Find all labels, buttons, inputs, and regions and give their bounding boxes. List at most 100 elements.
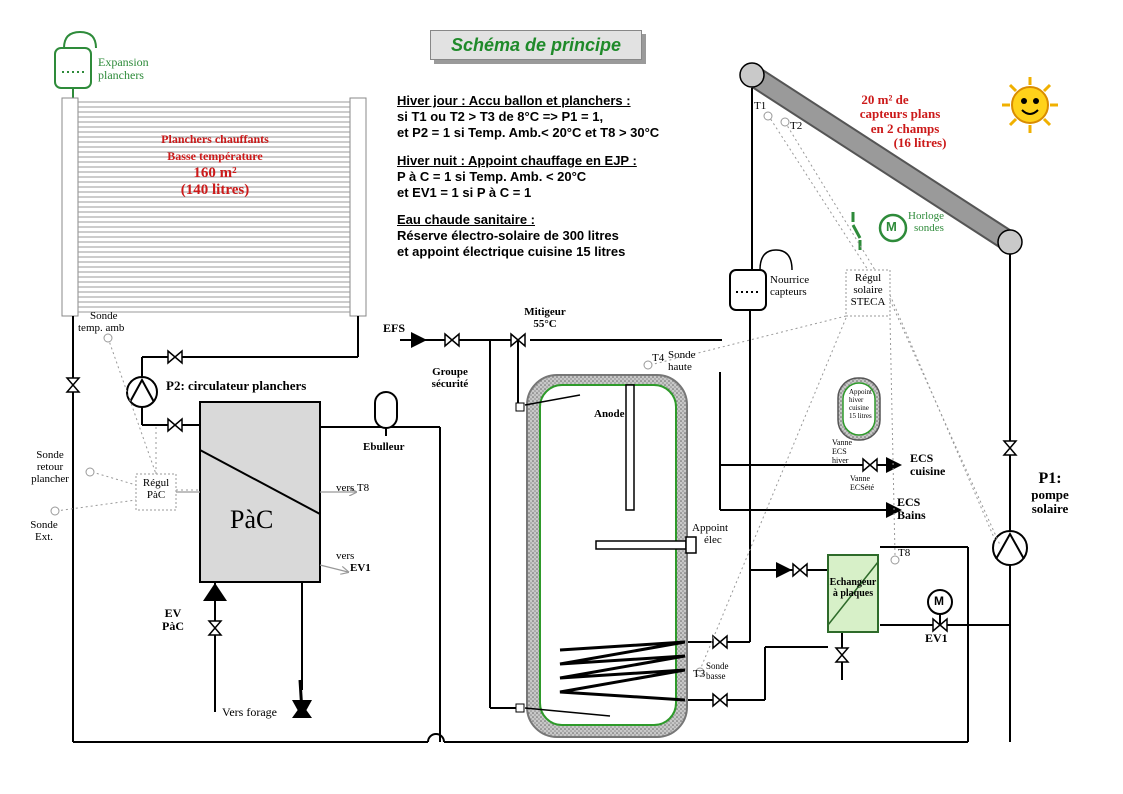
- heat-pump-box: [199, 401, 321, 583]
- ecs-line1: Réserve électro-solaire de 300 litres: [397, 228, 619, 243]
- sensor-wires: [55, 114, 1001, 671]
- sensor-arrows: [176, 492, 860, 572]
- sonde-retour-line1: Sonde: [36, 449, 64, 461]
- sonde-basse-line2: basse: [706, 670, 726, 681]
- ecs-line2: et appoint électrique cuisine 15 litres: [397, 244, 626, 259]
- capteurs-line1: 20 m² de: [861, 92, 909, 107]
- anode-label: Anode: [594, 408, 625, 420]
- hiver-nuit-line1: P à C = 1 si Temp. Amb. < 20°C: [397, 169, 587, 184]
- planchers-line1: Planchers chauffants: [161, 132, 269, 146]
- vanne-ete-line1: Vanne: [850, 474, 870, 483]
- horloge-line2: sondes: [914, 222, 944, 235]
- ebulleur-vessel: [374, 391, 398, 436]
- regul-pac-line1: Régul: [142, 477, 170, 489]
- collector-label: 20 m² de capteurs plans en 2 champs (16 …: [830, 92, 970, 150]
- expansion-label-2: planchers: [98, 68, 144, 83]
- vanne-ecs-hiver-label: Vanne ECS hiver: [832, 438, 852, 465]
- groupe-securite-label: Groupe sécurité: [425, 366, 475, 390]
- sonde-basse-line1: Sonde: [706, 661, 729, 671]
- hiver-jour-line2: et P2 = 1 si Temp. Amb.< 20°C et T8 > 30…: [397, 125, 660, 140]
- p2-label: P2: circulateur planchers: [166, 378, 307, 393]
- info-hiver-nuit: Hiver nuit : Appoint chauffage en EJP : …: [397, 153, 637, 201]
- ecs-bains-line2: Bains: [897, 508, 926, 523]
- p1-line1: P1:: [1038, 470, 1062, 487]
- vanne-hiver-line3: hiver: [832, 456, 849, 465]
- horloge-line1: Horloge: [908, 210, 945, 222]
- echangeur-line2: à plaques: [832, 588, 874, 599]
- p1-label: P1: pompe solaire: [1020, 470, 1080, 516]
- appoint-hiver-line4: 15 litres: [849, 412, 872, 420]
- sensor-t4-label: T4: [652, 352, 665, 364]
- vers-t8-label: vers T8: [336, 482, 370, 494]
- sonde-ext-label: Sonde Ext.: [22, 519, 66, 543]
- planchers-line2: Basse température: [167, 149, 263, 164]
- heat-pump-label: PàC: [230, 505, 274, 534]
- plate-exchanger: [827, 554, 879, 633]
- vers-ev1-line2: EV1: [350, 562, 371, 575]
- mitigeur-label: Mitigeur 55°C: [520, 306, 570, 330]
- sonde-haute-line2: haute: [668, 361, 692, 374]
- p1-line3: solaire: [1031, 500, 1069, 516]
- echangeur-line1: Echangeur: [829, 577, 877, 588]
- solar-collector: [739, 62, 1023, 255]
- capteurs-line4: (16 litres): [893, 134, 947, 150]
- regul-pac-label: Régul PàC: [136, 477, 176, 501]
- appoint-hiver-line2: hiver: [849, 396, 864, 404]
- planchers-line4: (140 litres): [180, 181, 250, 198]
- appoint-hiver-line3: cuisine: [849, 404, 869, 412]
- mitigeur-line2: 55°C: [533, 318, 557, 331]
- ecs-cuisine-label: ECS cuisine: [910, 451, 946, 479]
- regul-solaire-line2: solaire: [853, 284, 883, 297]
- controller-boxes: [135, 269, 891, 511]
- mitigeur-line1: Mitigeur: [524, 306, 566, 318]
- appoint-hiver-line1: Appoint: [849, 388, 872, 396]
- nourrice-line1: Nourrice: [770, 274, 810, 286]
- vers-ev1-label: vers EV1: [336, 550, 371, 574]
- sonde-retour-label: Sonde retour plancher: [20, 449, 80, 485]
- sun-icon: [1002, 77, 1058, 133]
- appoint-elec-line2: élec: [704, 534, 722, 547]
- expansion-label-1: Expansion: [98, 55, 149, 69]
- expansion-label: Expansion planchers: [98, 55, 149, 83]
- vers-forage-label: Vers forage: [222, 705, 277, 719]
- info-ecs: Eau chaude sanitaire : Réserve électro-s…: [397, 212, 625, 260]
- efs-label: EFS: [383, 321, 406, 335]
- regul-solaire-line3: STECA: [850, 296, 886, 309]
- groupe-line1: Groupe: [432, 366, 468, 378]
- sensor-t2-label: T2: [790, 120, 803, 132]
- sonde-retour-line2: retour: [36, 461, 64, 474]
- floor-heating-label: Planchers chauffants Basse température 1…: [140, 132, 290, 198]
- vanne-hiver-line2: ECS: [832, 447, 847, 456]
- groupe-line2: sécurité: [431, 378, 469, 391]
- sonde-haute-label: Sonde haute: [668, 349, 696, 373]
- ebulleur-label: Ebulleur: [363, 441, 405, 453]
- clock-switch: [851, 212, 862, 250]
- sonde-basse-label: Sonde basse: [706, 661, 729, 682]
- motor-icon: [878, 213, 953, 625]
- vanne-ete-line2: ECSété: [850, 483, 874, 492]
- ecs-bains-label: ECS Bains: [897, 495, 926, 523]
- regul-solaire-label: Régul solaire STECA: [840, 272, 896, 308]
- pump-p1[interactable]: [992, 530, 1028, 566]
- sonde-haute-line1: Sonde: [668, 349, 696, 361]
- sensor-points: [50, 111, 900, 677]
- regul-pac-line2: PàC: [146, 489, 166, 502]
- ecs-cuisine-line2: cuisine: [910, 464, 946, 479]
- ecs-bains-line1: ECS: [897, 495, 921, 509]
- hiver-jour-line1: si T1 ou T2 > T3 de 8°C => P1 = 1,: [397, 109, 604, 124]
- sonde-retour-line3: plancher: [31, 473, 69, 486]
- diagram-title: Schéma de principe: [430, 30, 642, 60]
- pump-p2[interactable]: [126, 376, 158, 408]
- info-hiver-jour: Hiver jour : Accu ballon et planchers : …: [397, 93, 659, 141]
- vanne-ecs-ete-label: Vanne ECSété: [850, 474, 874, 492]
- capteurs-line2: capteurs plans: [859, 106, 941, 122]
- hiver-nuit-line2: et EV1 = 1 si P à C = 1: [397, 185, 532, 200]
- sonde-temp-amb-line2: temp. amb: [78, 322, 125, 335]
- appoint-hiver-label: Appoint hiver cuisine 15 litres: [849, 388, 872, 420]
- ev1-label: EV1: [925, 631, 948, 645]
- sensor-t1-label: T1: [754, 100, 767, 112]
- ev1-motor-label: M: [934, 594, 944, 608]
- ev-pac-line1: EV: [164, 606, 182, 620]
- pipework: [72, 88, 1011, 743]
